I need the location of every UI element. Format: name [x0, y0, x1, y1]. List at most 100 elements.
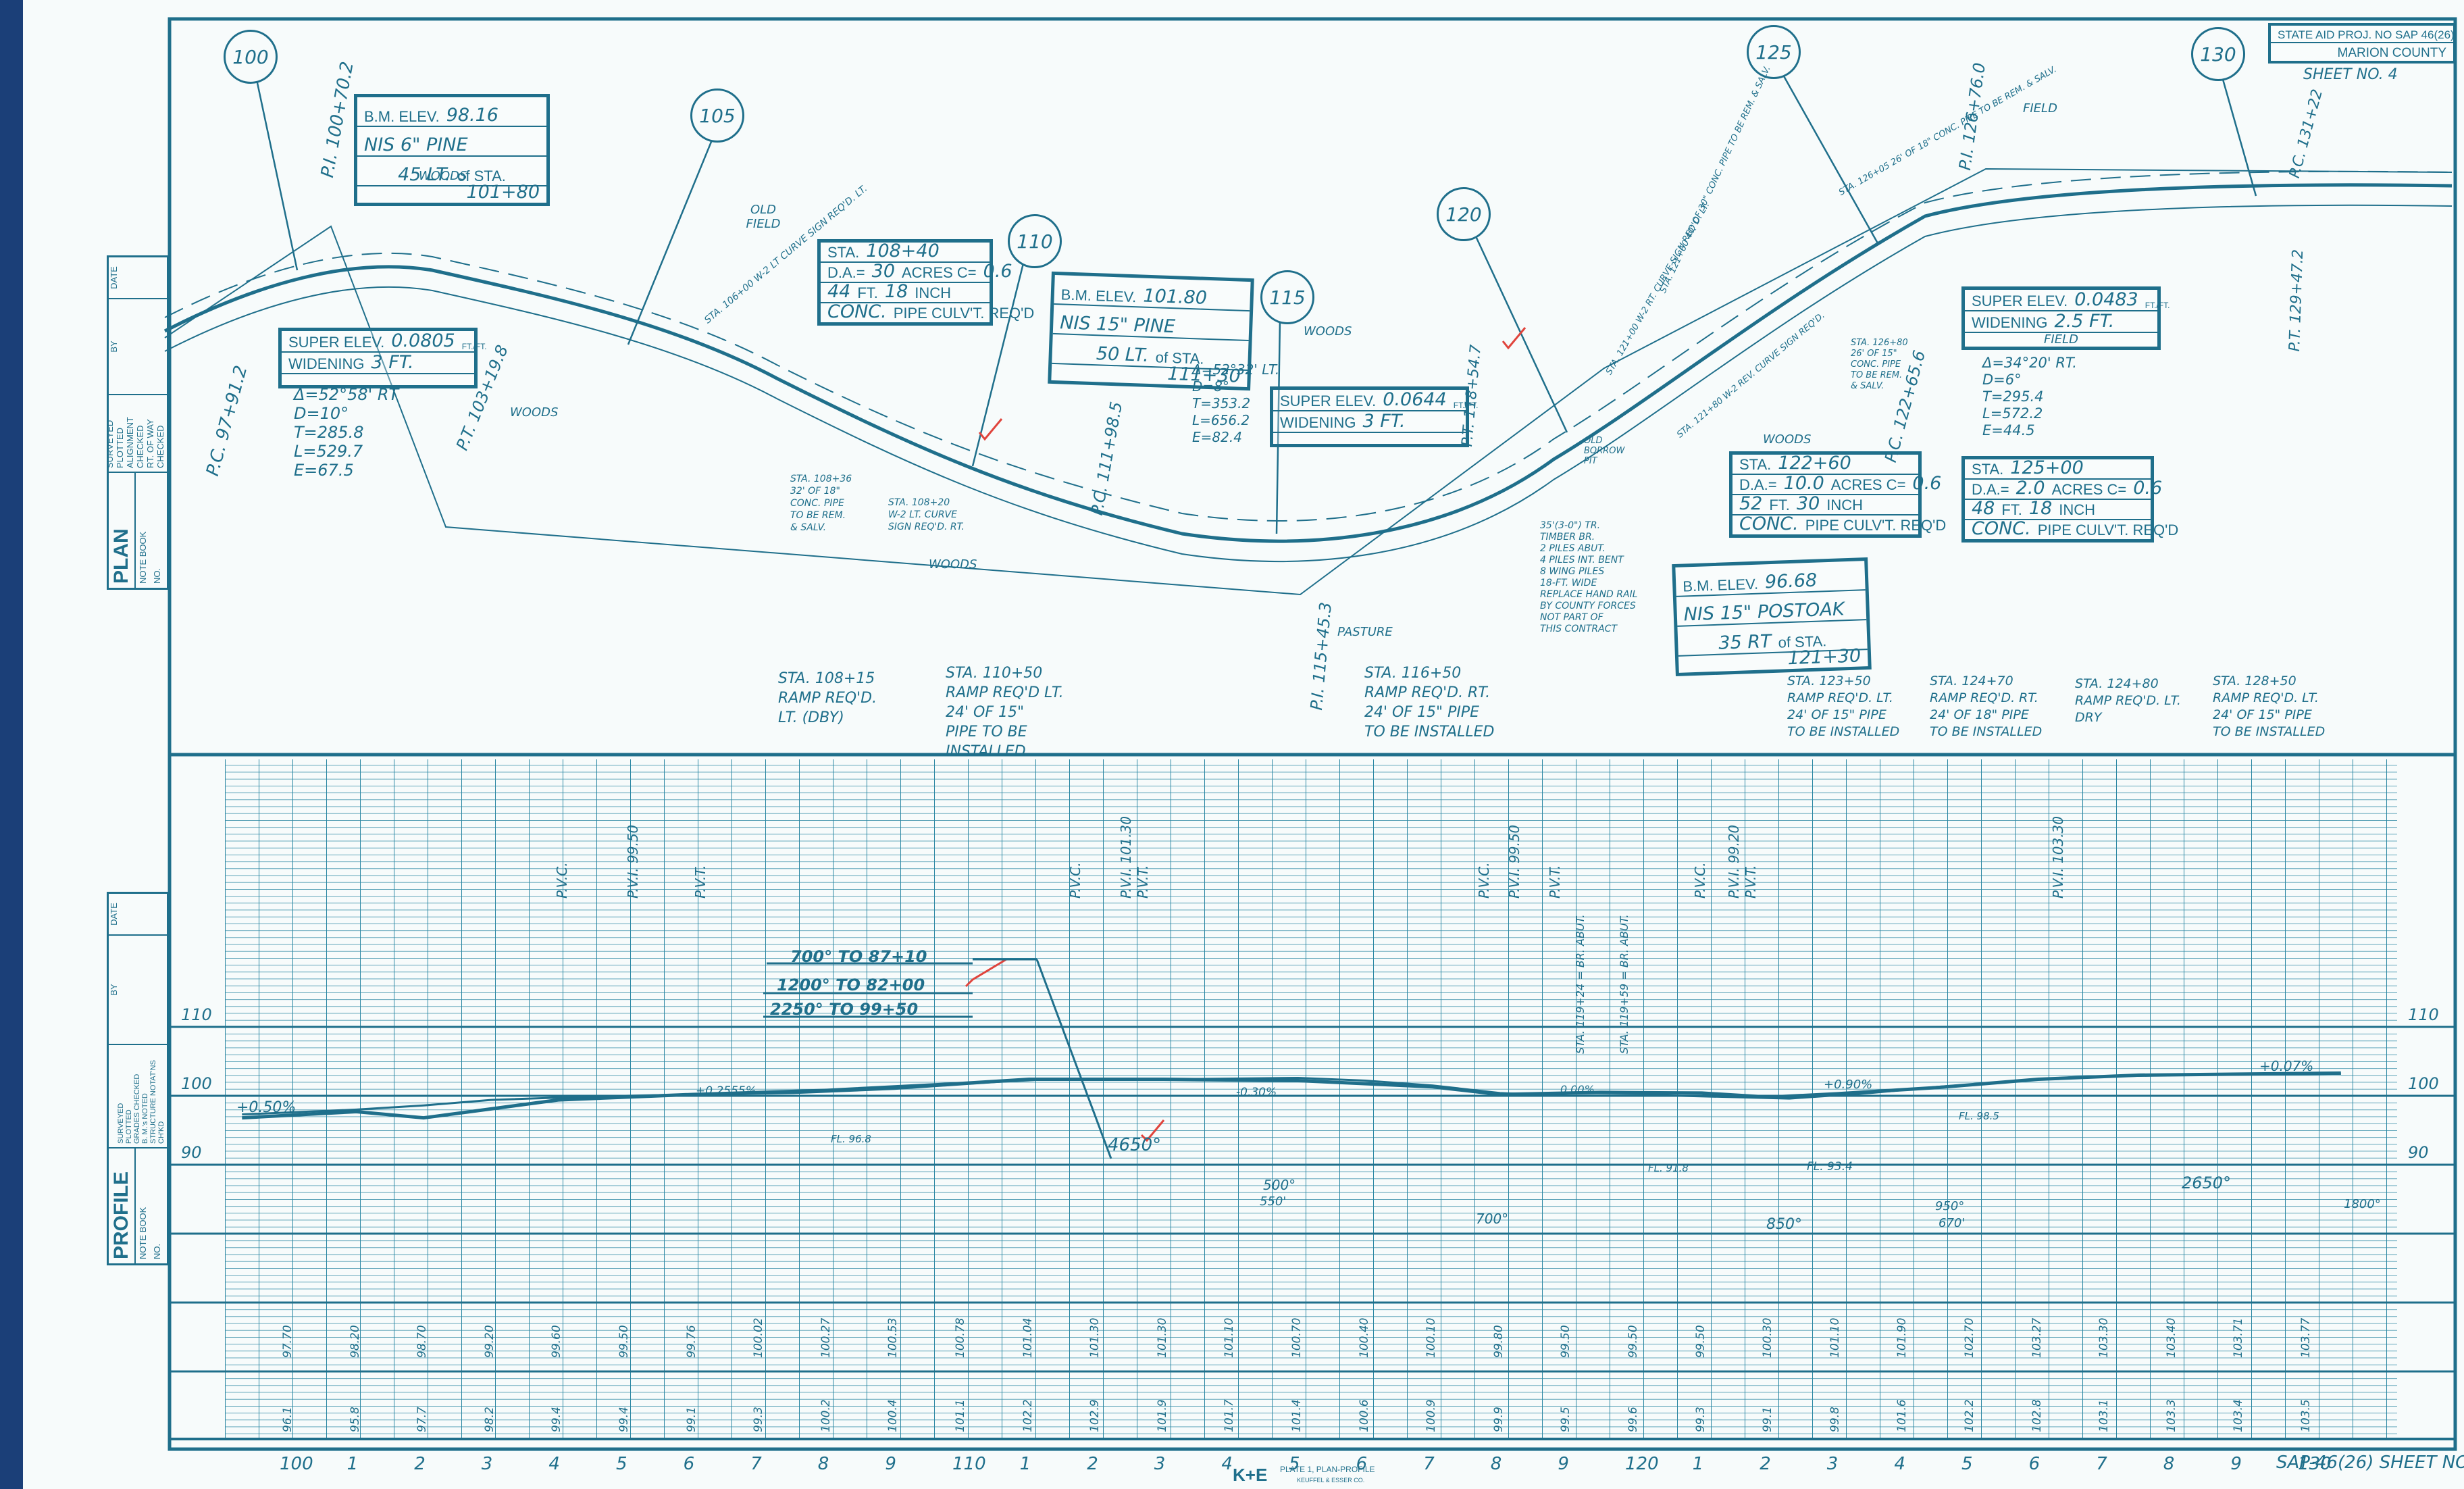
check-item: GRADES CHECKED [133, 1074, 141, 1144]
se-value: 0.0644 [1383, 389, 1447, 410]
grade-label: -0.30% [1236, 1086, 1277, 1099]
x-tick-label: 9 [885, 1454, 896, 1474]
no-label: NO. [152, 1243, 162, 1259]
culvert-req: PIPE CULV'T. REQ'D [2037, 522, 2179, 538]
grade-elevation: 103.71 [2232, 1317, 2246, 1358]
date-column: DATE [109, 266, 119, 289]
terrain-label: OLD BORROW PIT [1584, 436, 1625, 466]
da-label: D.A.= [1972, 481, 2009, 498]
widening-label: WIDENING [1972, 314, 2048, 331]
ground-elevation: 101.9 [1155, 1399, 1169, 1432]
x-tick-label: 130 [2298, 1454, 2332, 1474]
check-item: SURVEYED [105, 420, 115, 468]
ground-elevation: 103.3 [2164, 1399, 2178, 1432]
station-label: P.T. 129+47.2 [2286, 249, 2307, 352]
x-tick-label: 9 [2230, 1454, 2242, 1474]
ground-elevation: 101.1 [954, 1399, 967, 1432]
county-name: MARION COUNTY [2337, 46, 2447, 60]
ramp-note: STA. 128+50 RAMP REQ'D. LT. 24' OF 15" P… [2213, 674, 2326, 739]
vertical-curve-label: P.V.I. 101.30 [1118, 815, 1134, 899]
vertical-curve-label: P.V.C. [1692, 862, 1708, 899]
grade-elevation: 99.60 [550, 1325, 564, 1358]
se-label: SUPER ELEV. [1972, 293, 2068, 309]
culvert-type: CONC. [1739, 513, 1799, 534]
vertical-curve-label: P.V.T. [692, 865, 709, 899]
curve-data: Δ=34°20' RT. D=6° T=295.4 L=572.2 E=44.5 [1982, 355, 2077, 438]
vertical-curve-label: P.V.T. [1547, 865, 1563, 899]
grade-elevation: 98.70 [415, 1325, 430, 1358]
bm-desc: NIS 6" PINE [364, 134, 468, 155]
ramp-note: STA. 124+80 RAMP REQ'D. LT. DRY [2075, 676, 2181, 725]
profile-chart [242, 1071, 2341, 1120]
haul-quantity: 950° [1935, 1199, 1965, 1213]
culvert-c: 0.6 [983, 261, 1012, 282]
grade-elevation: 99.20 [482, 1325, 496, 1358]
haul-note: 1200° TO 82+00 [777, 976, 925, 994]
vertical-curve-label: P.V.I. 99.50 [1506, 824, 1522, 899]
bm-desc: NIS 15" PINE [1059, 312, 1176, 338]
x-tick-label: 2 [1760, 1454, 1771, 1474]
grade-elevation: 103.77 [2299, 1317, 2313, 1358]
se-unit: FT./FT. [461, 342, 487, 351]
culvert-da: 2.0 [2016, 478, 2045, 499]
ground-elevation: 103.1 [2097, 1399, 2111, 1432]
project-title-block: STATE AID PROJ. NO SAP 46(26) MARION COU… [2268, 23, 2456, 64]
haul-quantity: 700° [1476, 1211, 1509, 1227]
grade-elevation: 101.04 [1021, 1317, 1035, 1358]
bm-sta: 121+30 [1787, 645, 1862, 670]
vertical-curve-label: P.V.C. [1476, 862, 1492, 899]
ground-elevation: 99.9 [1491, 1407, 1506, 1432]
plate-label: PLATE 1, PLAN-PROFILE [1280, 1465, 1375, 1474]
vertical-curve-label: P.V.I. 103.30 [2050, 815, 2066, 899]
ft-label: FT. [857, 284, 878, 301]
grade-elevation: 100.40 [1357, 1317, 1371, 1358]
acres-label: ACRES C= [1830, 476, 1906, 493]
se-unit: FT./FT. [2145, 301, 2170, 310]
haul-quantity: 1800° [2344, 1197, 2381, 1211]
x-tick-label: 4 [1221, 1454, 1233, 1474]
culvert-c: 0.6 [1912, 473, 1942, 494]
plan-title: PLAN [109, 473, 136, 588]
grade-elevation: 100.27 [819, 1317, 833, 1358]
ground-elevation: 100.6 [1357, 1399, 1371, 1432]
sta-label: STA. [1739, 456, 1772, 473]
inch-label: INCH [1826, 497, 1864, 513]
station-marker-130: 130 [2191, 27, 2245, 81]
culvert-da: 30 [871, 261, 895, 282]
station-leaders [255, 74, 2257, 534]
ground-elevation: 102.2 [1963, 1399, 1976, 1432]
widening-value: 2.5 FT. [2054, 311, 2115, 332]
plan-note: STA. 108+20 W-2 LT. CURVE SIGN REQ'D. RT… [888, 497, 965, 532]
bm-sta: 101+80 [466, 182, 540, 203]
curve-data: Δ=52°58' RT D=10° T=285.8 L=529.7 E=67.5 [294, 385, 399, 480]
bm-elev: 101.80 [1142, 285, 1208, 309]
grade-elevation: 103.30 [2097, 1317, 2111, 1358]
curve-data: Δ=52°32' LT. D=8° T=353.2 L=656.2 E=82.4 [1192, 361, 1280, 445]
x-tick-label: 100 [280, 1454, 313, 1474]
station-marker-110: 110 [1008, 214, 1062, 268]
ground-elevation: 103.4 [2232, 1399, 2246, 1432]
no-label: NO. [152, 567, 162, 584]
grade-elevation: 97.70 [281, 1325, 294, 1358]
da-label: D.A.= [827, 264, 865, 281]
haul-quantity: 850° [1766, 1216, 1802, 1233]
haul-arrows [763, 958, 1112, 1159]
culvert-req: PIPE CULV'T. REQ'D [1805, 517, 1947, 534]
x-tick-label: 2 [414, 1454, 426, 1474]
haul-quantity: 550' [1260, 1194, 1287, 1209]
haul-note: 700° TO 87+10 [790, 947, 927, 966]
x-tick-label: 9 [1558, 1454, 1569, 1474]
flowline-label: FL. 96.8 [831, 1133, 871, 1145]
vertical-curve-label: P.V.T. [1743, 865, 1759, 899]
haul-quantity: 500° [1263, 1177, 1296, 1193]
x-tick-label: 6 [1356, 1454, 1368, 1474]
maker-label: KEUFFEL & ESSER CO. [1297, 1477, 1365, 1484]
by-column: BY [109, 934, 167, 1044]
station-marker-125: 125 [1747, 25, 1801, 79]
bridge-abutment-label: STA. 119+24 = BR. ABUT. [1574, 914, 1587, 1054]
